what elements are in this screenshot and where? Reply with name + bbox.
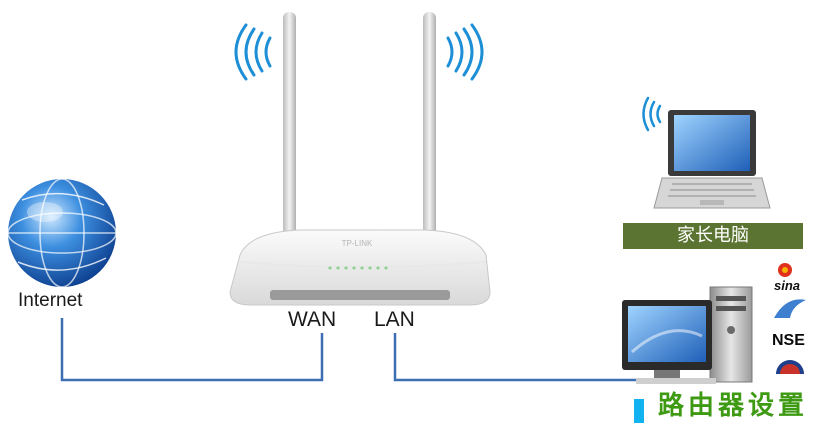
router-brand-label: TP-LINK bbox=[342, 239, 373, 248]
desktop-pc-icon bbox=[622, 287, 752, 384]
wan-port-label: WAN bbox=[288, 308, 336, 332]
internet-globe-icon bbox=[8, 179, 116, 287]
parent-pc-caption: 家长电脑 bbox=[623, 223, 803, 249]
wifi-signal-icon bbox=[644, 98, 661, 130]
wifi-signal-icon bbox=[236, 25, 270, 79]
internet-label: Internet bbox=[18, 290, 82, 312]
lan-port-label: LAN bbox=[374, 308, 415, 332]
caption-accent-bar bbox=[634, 399, 644, 423]
nse-logo: NSE bbox=[772, 332, 805, 350]
router-antenna-left bbox=[283, 12, 296, 237]
router-antenna-right bbox=[423, 12, 436, 237]
router-setup-caption: 路由器设置 bbox=[632, 390, 808, 422]
router-setup-text: 路由器设置 bbox=[658, 391, 808, 421]
bird-logo-icon bbox=[774, 299, 806, 318]
lan-cable bbox=[395, 333, 640, 380]
sina-logo-text: sina bbox=[774, 278, 800, 293]
laptop-icon bbox=[654, 110, 770, 208]
wifi-signal-icon bbox=[448, 25, 482, 79]
sina-logo: sina bbox=[772, 270, 812, 300]
seal-logo-icon bbox=[776, 360, 804, 374]
wan-cable bbox=[62, 318, 322, 380]
